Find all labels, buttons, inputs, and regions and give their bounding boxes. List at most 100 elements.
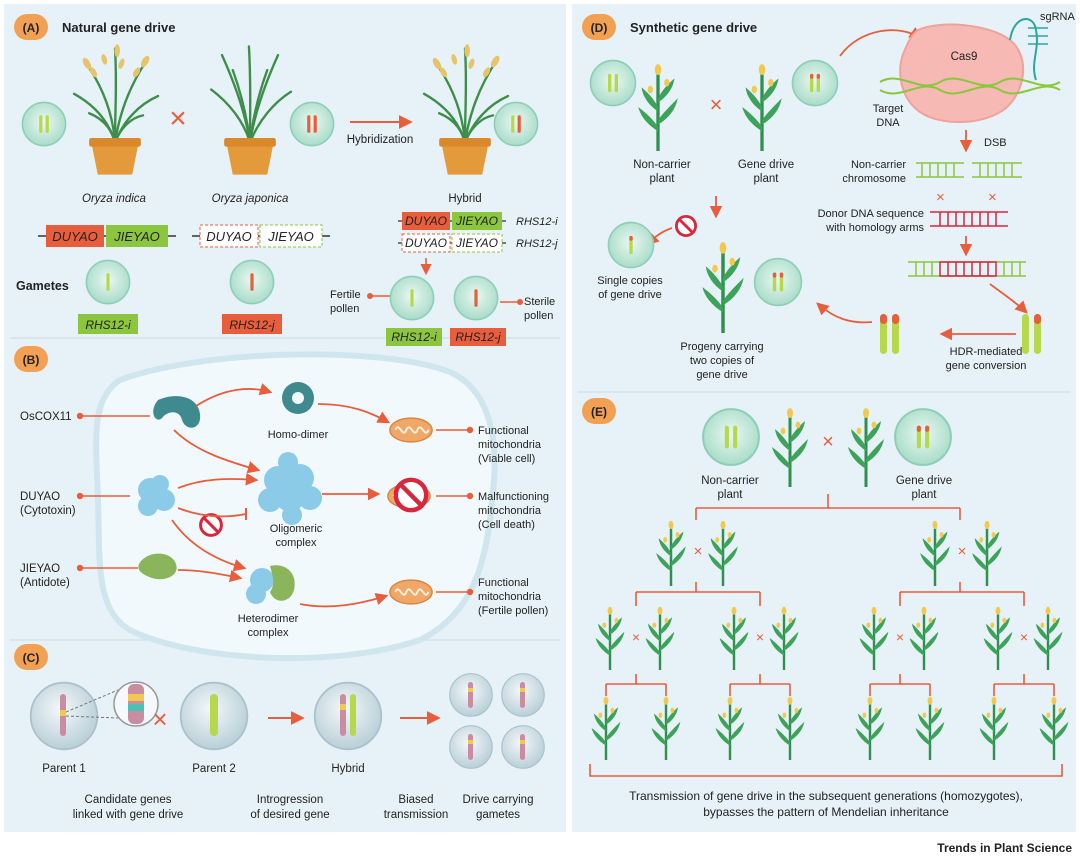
duyao-label-hybrid-j: DUYAO xyxy=(405,236,447,250)
panel-b-badge xyxy=(14,346,48,372)
noncarrier-chromosome-dna xyxy=(916,162,1022,178)
sterile-pollen-cell xyxy=(453,275,499,321)
oligomeric-label: Oligomeric xyxy=(270,523,323,535)
panel-d-badge xyxy=(582,14,616,40)
caption-c2b: of desired gene xyxy=(250,809,329,821)
single-copy-cell xyxy=(607,221,655,269)
allele-i-label-hybrid: RHS12-i xyxy=(516,216,558,228)
jieyao-box-japonica xyxy=(259,224,323,248)
cell-death-label: (Cell death) xyxy=(478,519,535,531)
panel-b-badge-label: (B) xyxy=(23,353,40,367)
hybrid-cell-c xyxy=(313,681,383,751)
panel-e-caption-1: Transmission of gene drive in the subseq… xyxy=(629,789,1023,803)
genedrive-label-e1: Gene drive xyxy=(896,475,952,487)
panel-c-badge xyxy=(14,644,48,670)
duyao-protein xyxy=(138,475,175,516)
gen3-cross-4: × xyxy=(1020,629,1028,645)
gamete-i xyxy=(85,259,131,305)
genedrive-cell-d xyxy=(791,59,839,107)
cell-hybrid xyxy=(493,101,539,147)
genedrive-label-e2: plant xyxy=(912,489,938,501)
right-panel-bg xyxy=(572,4,1076,832)
genedrive-cell-e xyxy=(894,408,952,466)
hybrid-label-c: Hybrid xyxy=(331,763,364,775)
panel-c-badge-label: (C) xyxy=(23,651,40,665)
progeny-label-1: Progeny carrying xyxy=(680,341,763,353)
noncarrier-label-d2: plant xyxy=(650,173,676,185)
oscox11-label: OsCOX11 xyxy=(20,411,72,423)
malfunctioning-label: Malfunctioning xyxy=(478,491,549,503)
mito-functional-1 xyxy=(388,417,434,443)
oscox11-protein xyxy=(153,396,201,428)
genedrive-label-d2: plant xyxy=(754,173,780,185)
drive-gametes xyxy=(449,673,545,769)
heterodimer-complex-label: complex xyxy=(248,627,289,639)
jieyao-label-indica: JIEYAO xyxy=(113,229,160,244)
fertile-allele-label: RHS12-i xyxy=(391,330,437,344)
duyao-label-b: DUYAO xyxy=(20,491,60,503)
heterodimer-label: Heterodimer xyxy=(238,613,299,625)
chrom-pair-right xyxy=(1022,314,1029,354)
donor-dna xyxy=(930,211,1008,227)
panel-d-title: Synthetic gene drive xyxy=(630,20,757,35)
progeny-label-2: two copies of xyxy=(690,355,755,367)
target-label: Target xyxy=(873,103,904,115)
complex-label: complex xyxy=(276,537,317,549)
noncarrier-label-d1: Non-carrier xyxy=(633,159,691,171)
gen3-cross-3: × xyxy=(896,629,904,645)
fertile-label-2: pollen xyxy=(330,303,359,315)
ncchrom-label-2: chromosome xyxy=(842,173,906,185)
panel-e: (E) × Non-carrier plant Gene drive plant… xyxy=(582,398,1070,819)
caption-c2a: Introgression xyxy=(257,794,323,806)
label-oryza-indica: Oryza indica xyxy=(82,193,146,205)
panel-e-badge xyxy=(582,398,616,424)
panel-a-badge xyxy=(14,14,48,40)
mitochondria-label-2: mitochondria xyxy=(478,505,542,517)
panel-d-badge-label: (D) xyxy=(591,21,608,35)
sterile-label-1: Sterile xyxy=(524,296,555,308)
gen3-cross-2: × xyxy=(756,629,764,645)
recombined-dna xyxy=(908,261,1026,277)
dsb-label: DSB xyxy=(984,137,1007,149)
panel-a-badge-label: (A) xyxy=(23,21,40,35)
homodimer-label: Homo-dimer xyxy=(268,429,329,441)
hdr-label-2: gene conversion xyxy=(946,360,1027,372)
pedigree-lines xyxy=(589,494,1063,777)
hdr-label-1: HDR-mediated xyxy=(950,346,1023,358)
single-copy-block-sign xyxy=(675,214,697,238)
gen2-cross-2: × xyxy=(958,543,967,560)
cas9-label: Cas9 xyxy=(951,51,978,63)
panel-e-caption-2: bypasses the pattern of Mendelian inheri… xyxy=(703,805,949,819)
allele-j-label-hybrid: RHS12-j xyxy=(516,238,558,250)
caption-c3a: Biased xyxy=(398,794,433,806)
chrom-pair-left xyxy=(880,314,887,354)
viable-cell-label: (Viable cell) xyxy=(478,453,535,465)
jieyao-box-indica xyxy=(106,225,168,247)
mito-malfunction-sign xyxy=(396,480,426,510)
functional-label-1: Functional xyxy=(478,425,529,437)
donor-label-1: Donor DNA sequence xyxy=(818,208,924,220)
gamete-i-label: RHS12-i xyxy=(85,318,131,332)
single-copies-label-1: Single copies xyxy=(597,275,663,287)
parent1-label: Parent 1 xyxy=(42,763,85,775)
parent2-label: Parent 2 xyxy=(192,763,235,775)
jieyao-label-japonica: JIEYAO xyxy=(267,229,314,244)
cell-japonica xyxy=(289,101,335,147)
dna-label: DNA xyxy=(876,117,900,129)
panel-a: (A) Natural gene drive × Hybridization O… xyxy=(14,14,558,346)
journal-footer: Trends in Plant Science xyxy=(937,841,1072,855)
panel-c: (C) × Parent 1 Parent 2 H xyxy=(14,644,545,821)
jieyao-protein xyxy=(138,553,177,580)
mitochondria-label-3: mitochondria xyxy=(478,591,542,603)
duyao-box-japonica xyxy=(199,224,259,248)
noncarrier-cell-e xyxy=(702,408,760,466)
donor-label-2: with homology arms xyxy=(825,222,924,234)
sterile-allele-label: RHS12-j xyxy=(455,330,501,344)
gamete-j-label: RHS12-j xyxy=(229,318,275,332)
gametes-label: Gametes xyxy=(16,279,69,293)
caption-c4b: gametes xyxy=(476,809,520,821)
cross-sign-c: × xyxy=(152,704,167,734)
sterile-label-2: pollen xyxy=(524,310,553,322)
duyao-box-indica xyxy=(46,225,104,247)
